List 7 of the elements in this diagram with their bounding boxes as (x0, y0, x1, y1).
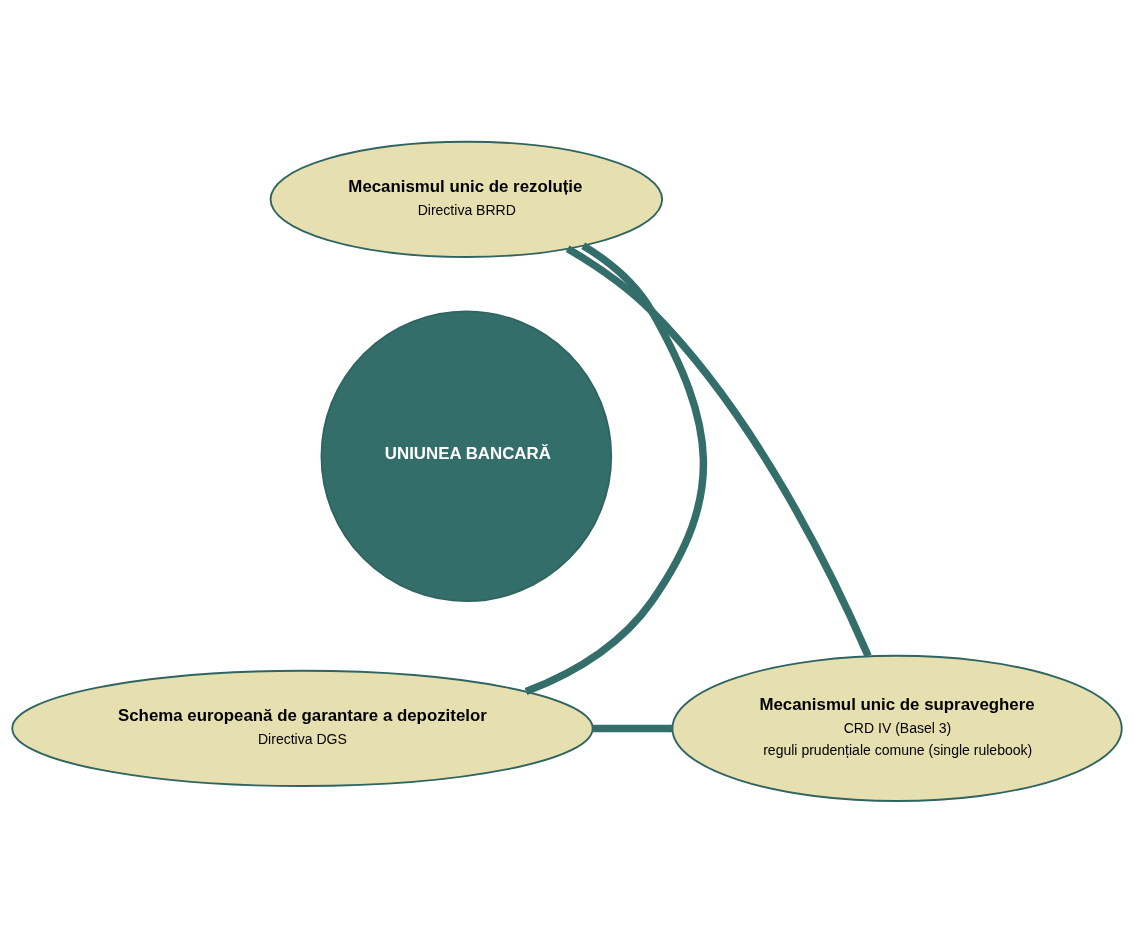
node-circle: UNIUNEA BANCARĂ (320, 310, 613, 603)
node-ellipse: Schema europeană de garantare a depozitelor Directiva DGS (11, 669, 594, 787)
connector (592, 724, 673, 733)
connector (524, 242, 708, 695)
node-ellipse: Mecanismul unic de supraveghere CRD IV (Basel 3) reguli prudențiale comune (single rulebook) (671, 654, 1123, 802)
node-ellipse: Mecanismul unic de rezoluție Directiva BRRD (269, 140, 664, 258)
connector (565, 245, 872, 658)
